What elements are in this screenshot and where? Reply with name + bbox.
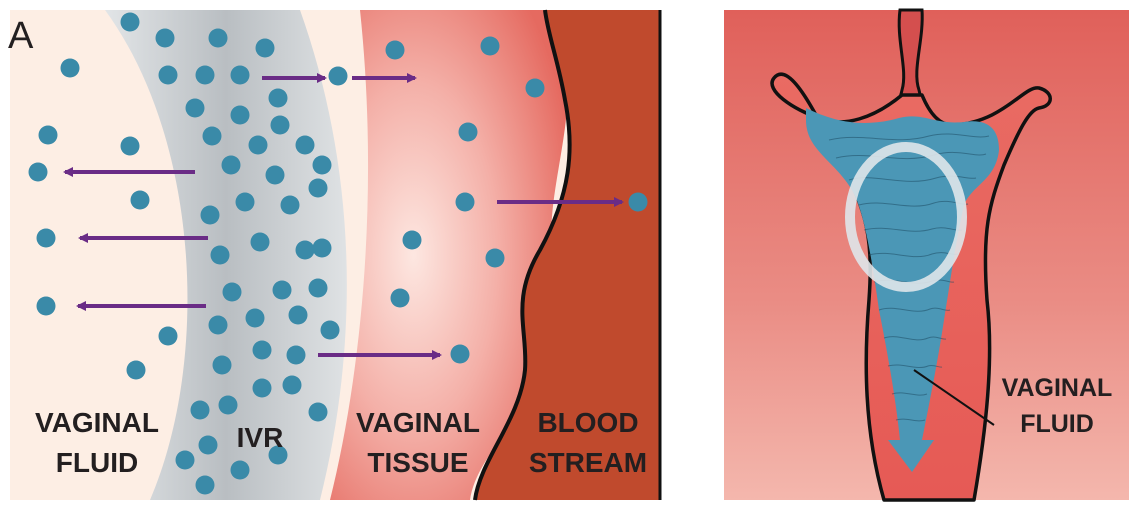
drug-molecule: [236, 193, 255, 212]
panel-a-diagram: A VAGINAL FLUID IVR VAGINAL TISSUE BLOOD…: [0, 0, 670, 507]
drug-molecule: [127, 361, 146, 380]
panel-b: B VAGINAL FLUID: [724, 0, 1135, 507]
drug-molecule: [231, 461, 250, 480]
drug-molecule: [296, 136, 315, 155]
drug-molecule: [196, 66, 215, 85]
drug-molecule: [526, 79, 545, 98]
drug-molecule: [39, 126, 58, 145]
drug-molecule: [209, 29, 228, 48]
drug-molecule: [256, 39, 275, 58]
label-blood-stream-line1: BLOOD: [537, 407, 638, 438]
drug-molecule: [209, 316, 228, 335]
drug-molecule: [213, 356, 232, 375]
label-b-vaginal-fluid-line2: FLUID: [1020, 410, 1094, 438]
drug-molecule: [211, 246, 230, 265]
drug-molecule: [629, 193, 648, 212]
drug-molecule: [481, 37, 500, 56]
drug-molecule: [451, 345, 470, 364]
label-vaginal-fluid-line1: VAGINAL: [35, 407, 159, 438]
drug-molecule: [29, 163, 48, 182]
drug-molecule: [246, 309, 265, 328]
drug-molecule: [186, 99, 205, 118]
drug-molecule: [159, 66, 178, 85]
drug-molecule: [231, 106, 250, 125]
drug-molecule: [37, 297, 56, 316]
drug-molecule: [251, 233, 270, 252]
drug-molecule: [131, 191, 150, 210]
drug-molecule: [231, 66, 250, 85]
drug-molecule: [309, 403, 328, 422]
drug-molecule: [191, 401, 210, 420]
drug-molecule: [403, 231, 422, 250]
drug-molecule: [309, 279, 328, 298]
drug-molecule: [391, 289, 410, 308]
drug-molecule: [37, 229, 56, 248]
drug-molecule: [201, 206, 220, 225]
drug-molecule: [61, 59, 80, 78]
drug-molecule: [459, 123, 478, 142]
drug-molecule: [273, 281, 292, 300]
drug-molecule: [386, 41, 405, 60]
drug-molecule: [253, 341, 272, 360]
panel-a: A VAGINAL FLUID IVR VAGINAL TISSUE BLOOD…: [0, 0, 670, 507]
drug-molecule: [199, 436, 218, 455]
panel-b-diagram: B VAGINAL FLUID: [724, 0, 1135, 507]
panel-letter-a: A: [8, 15, 34, 57]
drug-molecule: [266, 166, 285, 185]
drug-molecule: [296, 241, 315, 260]
drug-molecule: [269, 89, 288, 108]
drug-molecule: [289, 306, 308, 325]
drug-molecule: [253, 379, 272, 398]
drug-molecule: [156, 29, 175, 48]
drug-molecule: [486, 249, 505, 268]
label-blood-stream-line2: STREAM: [529, 447, 647, 478]
label-vaginal-tissue-line2: TISSUE: [367, 447, 468, 478]
drug-molecule: [249, 136, 268, 155]
drug-molecule: [121, 137, 140, 156]
drug-molecule: [222, 156, 241, 175]
drug-molecule: [309, 179, 328, 198]
drug-molecule: [283, 376, 302, 395]
label-b-vaginal-fluid-line1: VAGINAL: [1002, 374, 1113, 402]
drug-molecule: [271, 116, 290, 135]
drug-molecule: [159, 327, 178, 346]
drug-molecule: [287, 346, 306, 365]
drug-molecule: [219, 396, 238, 415]
drug-molecule: [203, 127, 222, 146]
drug-molecule: [223, 283, 242, 302]
drug-molecule: [313, 239, 332, 258]
drug-molecule: [313, 156, 332, 175]
drug-molecule: [321, 321, 340, 340]
drug-molecule: [456, 193, 475, 212]
label-vaginal-tissue-line1: VAGINAL: [356, 407, 480, 438]
drug-molecule: [176, 451, 195, 470]
drug-molecule: [329, 67, 348, 86]
drug-molecule: [281, 196, 300, 215]
label-ivr: IVR: [237, 422, 284, 453]
drug-molecule: [196, 476, 215, 495]
label-vaginal-fluid-line2: FLUID: [56, 447, 138, 478]
drug-molecule: [121, 13, 140, 32]
